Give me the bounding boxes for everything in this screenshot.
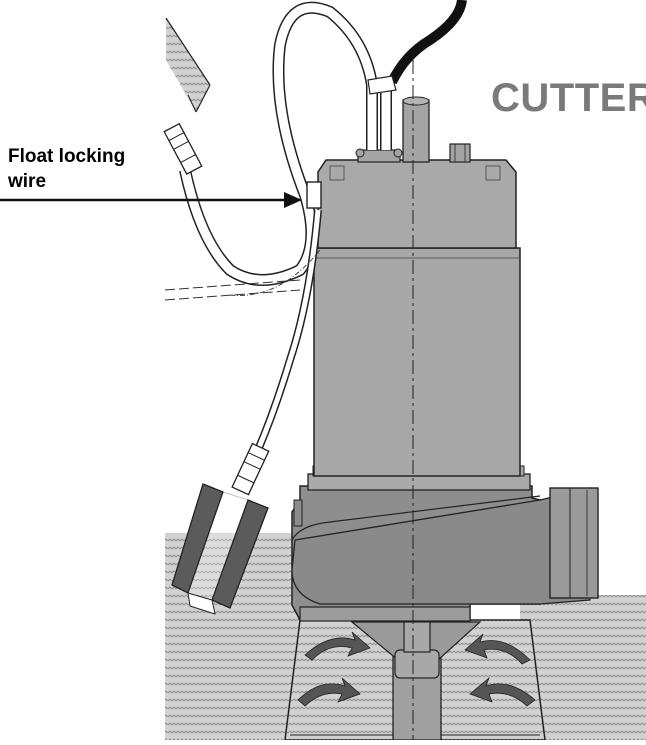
float-locking-wire-label: Float locking wire [8, 144, 125, 194]
callout-line-2: wire [8, 171, 47, 192]
float-alt-position [164, 279, 301, 301]
float-switch [171, 483, 269, 615]
upper-ferrule [163, 122, 203, 175]
curved-arrow-icon [297, 631, 536, 707]
power-cable [387, 0, 467, 85]
discharge-outlet [549, 487, 599, 599]
motor-body [313, 247, 521, 477]
float-cable-top [166, 18, 210, 112]
diagram-title: CUTTER [491, 76, 646, 120]
callout-line-1: Float locking [8, 146, 126, 167]
motor-shaft-top [402, 99, 430, 163]
vent-plug [449, 143, 471, 163]
motor-cap [317, 159, 517, 249]
float-locking-wire-clip [306, 181, 322, 209]
lower-ferrule [231, 442, 270, 496]
